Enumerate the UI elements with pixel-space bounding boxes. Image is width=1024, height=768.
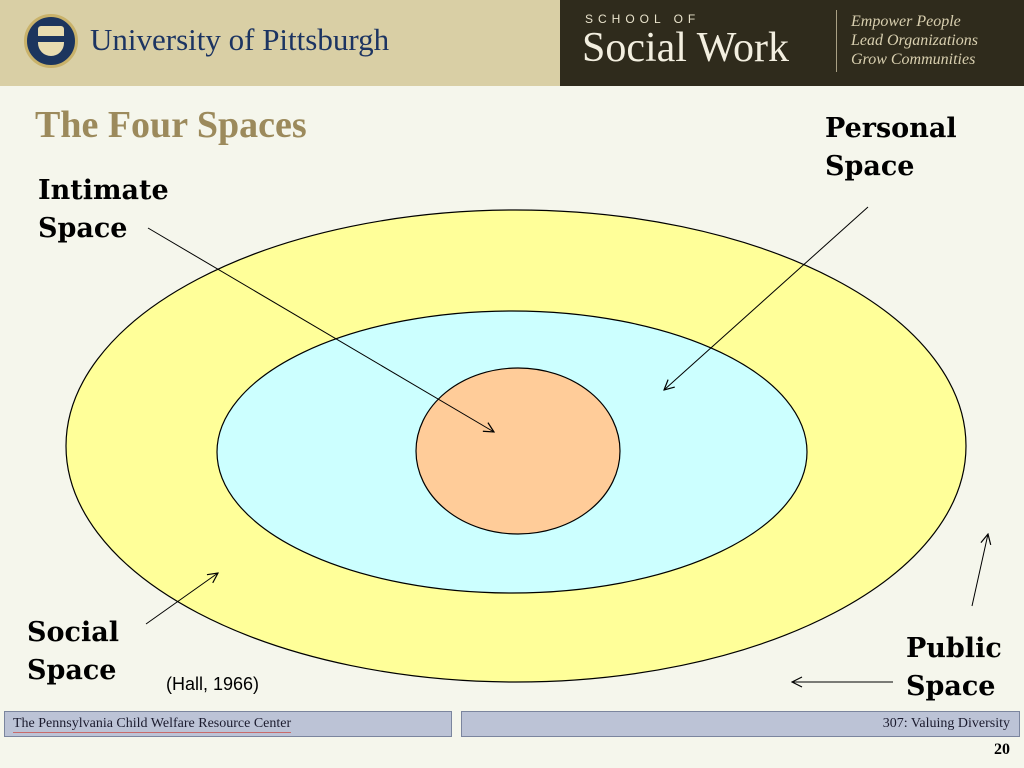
personal-label-line2: Space — [825, 151, 915, 182]
intimate-space-label: Intimate Space — [38, 172, 169, 248]
header-school-banner — [560, 0, 1024, 86]
personal-space-arrow — [664, 206, 869, 390]
personal-label-line1: Personal — [825, 113, 957, 144]
header-divider — [836, 10, 837, 72]
intimate-label-line2: Space — [38, 213, 128, 244]
social-label-line2: Space — [27, 655, 117, 686]
intimate-label-line1: Intimate — [38, 175, 169, 206]
social-label-line1: Social — [27, 617, 119, 648]
public-space-arrow-up — [971, 534, 988, 607]
tagline-2: Lead Organizations — [851, 32, 978, 49]
tagline-3: Grow Communities — [851, 51, 976, 68]
personal-space-label: Personal Space — [825, 110, 957, 186]
intimate-space-arrow — [147, 227, 494, 432]
school-of-label: SCHOOL OF — [585, 12, 701, 26]
university-seal-icon — [24, 14, 78, 68]
footer-course: 307: Valuing Diversity — [882, 716, 1010, 731]
slide-title: The Four Spaces — [35, 104, 307, 146]
intimate-space-ellipse — [415, 367, 621, 535]
university-name: University of Pittsburgh — [90, 22, 390, 57]
footer-right-bar: 307: Valuing Diversity — [461, 711, 1020, 737]
public-space-label: Public Space — [906, 630, 1002, 706]
header-university-banner — [0, 0, 560, 86]
tagline-1: Empower People — [851, 13, 961, 30]
citation: (Hall, 1966) — [166, 674, 260, 694]
school-name: Social Work — [582, 25, 789, 71]
page-number: 20 — [994, 741, 1010, 758]
public-label-line2: Space — [906, 671, 996, 702]
social-space-arrow — [145, 573, 218, 625]
social-space-label: Social Space — [27, 614, 119, 690]
footer-left-bar: The Pennsylvania Child Welfare Resource … — [4, 711, 452, 737]
footer-organization: The Pennsylvania Child Welfare Resource … — [13, 716, 292, 733]
public-label-line1: Public — [906, 633, 1002, 664]
